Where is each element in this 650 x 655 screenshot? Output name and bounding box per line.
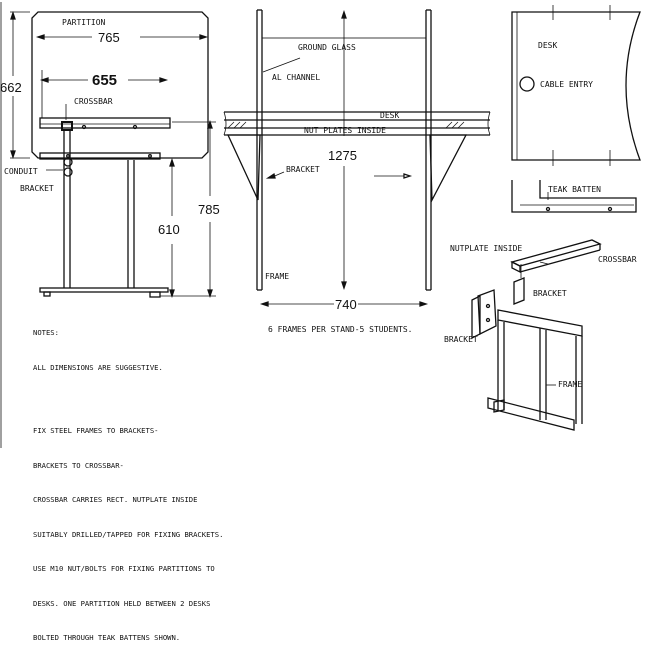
foot-right (149, 291, 161, 298)
label-cable-entry: CABLE ENTRY (540, 80, 593, 89)
crossbar-iso-bottom (519, 249, 601, 273)
label-nutplate-inside: NUTPLATE INSIDE (450, 244, 522, 253)
label-al-channel: AL CHANNEL (272, 73, 320, 82)
desk-plan-outline (511, 11, 641, 161)
notes-line-1: ALL DIMENSIONS ARE SUGGESTIVE. (33, 362, 163, 372)
label-frame-iso: FRAME (558, 380, 582, 389)
label-dim-785: 785 (198, 202, 220, 217)
label-dim-740: 740 (335, 297, 357, 312)
hatch (239, 121, 247, 129)
bracket-iso-left-side (471, 294, 481, 340)
notes-spacer (33, 396, 223, 402)
bolt-3 (66, 154, 70, 158)
desk-break-left (223, 111, 227, 136)
teak-batten-outline (511, 180, 637, 213)
desk-break-right (487, 111, 491, 136)
dim-610-arrow-bottom (169, 289, 175, 299)
label-dim-655: 655 (92, 72, 117, 89)
bracket-right-arrow (403, 173, 413, 179)
label-teak-batten: TEAK BATTEN (548, 185, 601, 194)
crossbar-iso-end (511, 260, 521, 274)
notes-line-3: BRACKETS TO CROSSBAR- (33, 460, 124, 470)
notes-line-6: USE M10 NUT/BOLTS FOR FIXING PARTITIONS … (33, 564, 215, 573)
crossbar-section (61, 121, 73, 131)
dim-740-arrow-right (419, 301, 429, 307)
notes-line-2: FIX STEEL FRAMES TO BRACKETS- (33, 426, 159, 435)
notes-line-4: CROSSBAR CARRIES RECT. NUTPLATE INSIDE (33, 495, 198, 504)
crossbar-slot (539, 261, 549, 265)
dim-662-arrow-bottom (10, 150, 16, 160)
hatch (445, 121, 453, 129)
bracket-leader-arrow (265, 172, 276, 179)
bolt-2 (132, 124, 138, 130)
foot-left (43, 291, 51, 297)
label-ground-glass: GROUND GLASS (298, 43, 356, 52)
label-crossbar-iso: CROSSBAR (598, 255, 637, 264)
label-dim-662: 662 (0, 80, 22, 95)
dim-662-arrow-top (10, 10, 16, 20)
label-crossbar-front: CROSSBAR (74, 97, 113, 106)
front-elevation-view: GROUND GLASS AL CHANNEL DESK NUT PLATES … (223, 9, 491, 334)
notes-line-5: SUITABLY DRILLED/TAPPED FOR FIXING BRACK… (33, 529, 224, 539)
label-dim-765: 765 (98, 30, 120, 45)
label-frames-note: 6 FRAMES PER STAND-5 STUDENTS. (268, 325, 413, 334)
batten-bolt-1 (545, 206, 551, 212)
label-conduit: CONDUIT (4, 167, 38, 176)
hatch (227, 121, 235, 129)
label-partition: PARTITION (62, 18, 106, 27)
bolt-1 (81, 124, 87, 130)
dim-740-arrow-left (259, 301, 269, 307)
isometric-view: NUTPLATE INSIDE CROSSBAR BRACKET BRACKET… (444, 239, 637, 431)
teak-batten-view: TEAK BATTEN (511, 180, 637, 213)
batten-bolt-2 (607, 206, 613, 212)
dim-785-arrow-bottom (207, 289, 213, 299)
label-nut-plates: NUT PLATES INSIDE (304, 126, 386, 135)
label-desk-mid: DESK (380, 111, 399, 120)
dim-1275-arrow-bottom (341, 281, 347, 291)
bracket-triangle-right (429, 134, 468, 203)
label-dim-610: 610 (158, 222, 180, 237)
dim-655-arrow-left (39, 77, 49, 83)
side-elevation-view: PARTITION 765 662 655 CROSSBAR CONDUIT B… (0, 2, 220, 448)
hatch (457, 121, 465, 129)
cable-entry-hole (519, 76, 535, 92)
dim-765-arrow-left (35, 34, 45, 40)
base-rail (39, 287, 169, 293)
notes-title: NOTES: (33, 328, 59, 337)
label-bracket-left: BRACKET (20, 184, 54, 193)
hatch (233, 121, 241, 129)
notes-line-8: BOLTED THROUGH TEAK BATTENS SHOWN. (33, 633, 181, 642)
bracket-triangle-left (226, 134, 261, 201)
technical-drawing: PARTITION 765 662 655 CROSSBAR CONDUIT B… (0, 2, 641, 448)
label-bracket-iso-left: BRACKET (444, 335, 478, 344)
frame-iso-foot (493, 399, 505, 413)
bracket-iso-left (477, 289, 497, 336)
lower-rail (39, 152, 161, 160)
dim-610-arrow-top (169, 157, 175, 167)
dim-655-arrow-right (159, 77, 169, 83)
notes-block: NOTES: ALL DIMENSIONS ARE SUGGESTIVE. FI… (33, 304, 223, 655)
label-bracket-iso-top: BRACKET (533, 289, 567, 298)
dim-785-arrow-top (207, 119, 213, 129)
bolt-4 (148, 154, 152, 158)
notes-line-7: DESKS. ONE PARTITION HELD BETWEEN 2 DESK… (33, 598, 211, 608)
desk-plan-view: DESK CABLE ENTRY (511, 5, 641, 166)
bracket-iso-small (513, 277, 525, 305)
partition-panel (31, 11, 209, 159)
desk-top-side (39, 117, 171, 129)
al-channel-leader (262, 57, 301, 73)
label-desk-plan: DESK (538, 41, 557, 50)
frame-iso-bottom-rail (487, 397, 575, 431)
bracket-hole-2 (485, 317, 491, 323)
label-dim-1275: 1275 (328, 148, 357, 163)
dim-765-arrow-right (199, 34, 209, 40)
conduit-circle-2 (63, 167, 73, 177)
dim-1275-arrow-top (341, 9, 347, 19)
label-frame-mid: FRAME (265, 272, 289, 281)
hatch (451, 121, 459, 129)
label-bracket-mid: BRACKET (286, 165, 320, 174)
bracket-hole-1 (485, 303, 491, 309)
